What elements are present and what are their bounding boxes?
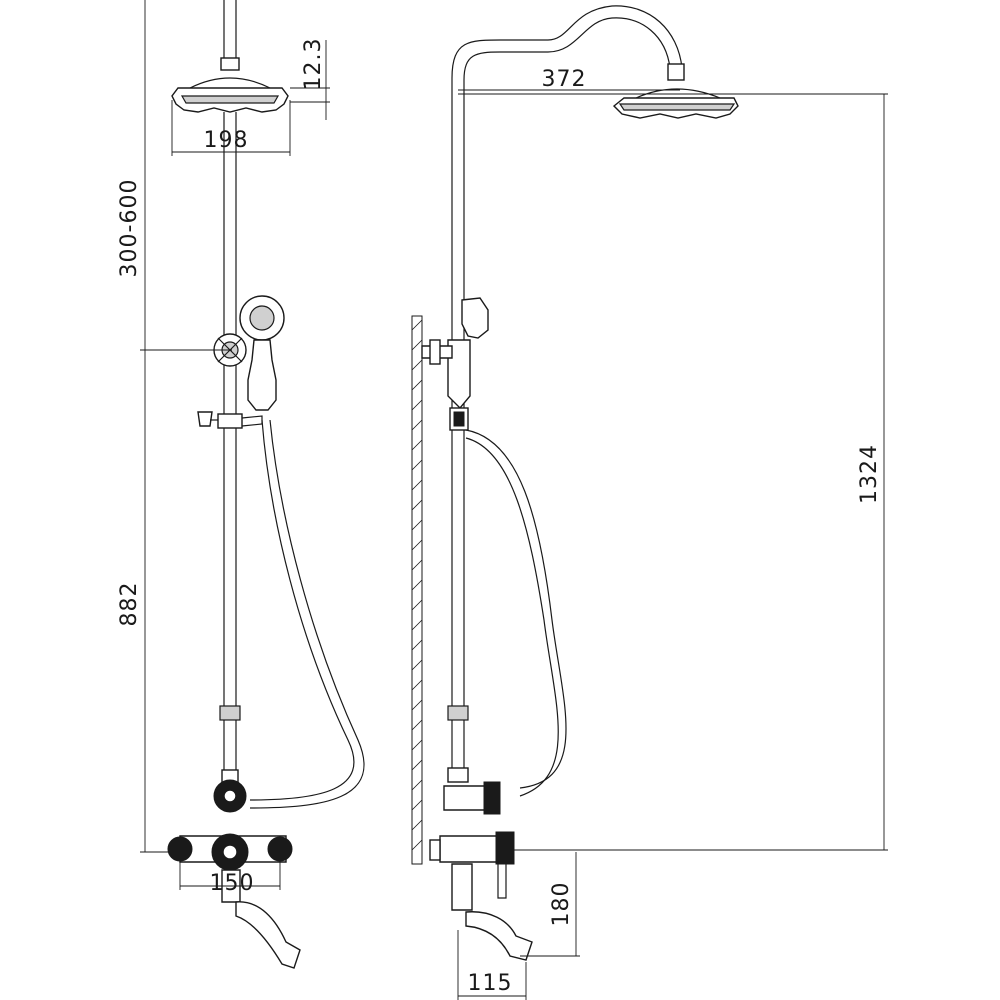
dim-total-label: 1324 [857,444,882,504]
wall-hatching [411,319,423,851]
side-arm-outer [451,5,683,95]
front-bar-joint [219,705,241,721]
dim-arm-reach-label: 372 [542,67,587,92]
front-hose-inner [249,419,365,809]
dim-head-diameter-line [171,100,291,156]
side-hand-shower [461,297,489,339]
side-main-bar [451,95,465,780]
dim-mixer-spacing-label: 150 [210,871,255,896]
dim-bar-label: 882 [117,582,142,627]
side-arm-inner [463,17,671,95]
dim-spout-reach-label: 115 [468,971,513,996]
side-spout-neck [451,863,473,911]
side-spout [465,911,533,961]
front-hand-shower-handle [247,339,277,411]
front-slide-holder [217,413,243,429]
side-slide-holder-core [453,411,465,427]
side-rain-head-dome [635,88,721,99]
front-view: 300-600 882 198 12.3 150 [117,0,365,969]
front-mixer-left-end [167,836,193,862]
dim-head-height-label: 12.3 [301,38,326,91]
dim-adjustable-label: 300-600 [117,179,142,278]
front-hose-outer [249,419,355,801]
dim-spout-reach-line [457,930,527,1000]
dim-head-diameter-label: 198 [204,128,249,153]
side-mixer-flange [429,839,441,861]
dim-mixer-spacing-line [179,862,281,890]
front-diverter-cap [223,789,237,803]
front-top-riser [223,0,237,60]
side-rain-head-rim [618,103,736,111]
side-mixer-knob [495,831,515,865]
dim-spout-drop-label: 180 [549,882,574,927]
side-head-connector [667,63,685,81]
front-main-bar [223,112,237,780]
side-diverter-body [443,785,487,811]
side-hose-outer [465,429,567,789]
dim-head-height-line [290,40,330,120]
front-rain-head-dome [189,77,271,89]
side-hose-inner [465,437,559,797]
front-hand-shower-nozzles [249,305,275,331]
front-spout [235,901,301,969]
side-diverter-stem [447,767,469,783]
front-mixer-right-end [267,836,293,862]
side-mixer-body [439,835,501,863]
side-hand-shower-handle [447,339,471,410]
front-slide-knob [197,411,213,427]
front-hose-holder [241,415,263,427]
dim-spout-drop-line [520,852,580,957]
front-rain-head-rim [180,95,280,104]
front-mixer-center-cap [222,844,238,860]
side-view: 372 1324 180 115 [411,5,888,1000]
side-diverter-knob [483,781,501,815]
side-wall-bracket-flange [429,339,441,365]
side-bar-joint [447,705,469,721]
side-mixer-lever [497,862,507,899]
front-head-connector [220,57,240,71]
